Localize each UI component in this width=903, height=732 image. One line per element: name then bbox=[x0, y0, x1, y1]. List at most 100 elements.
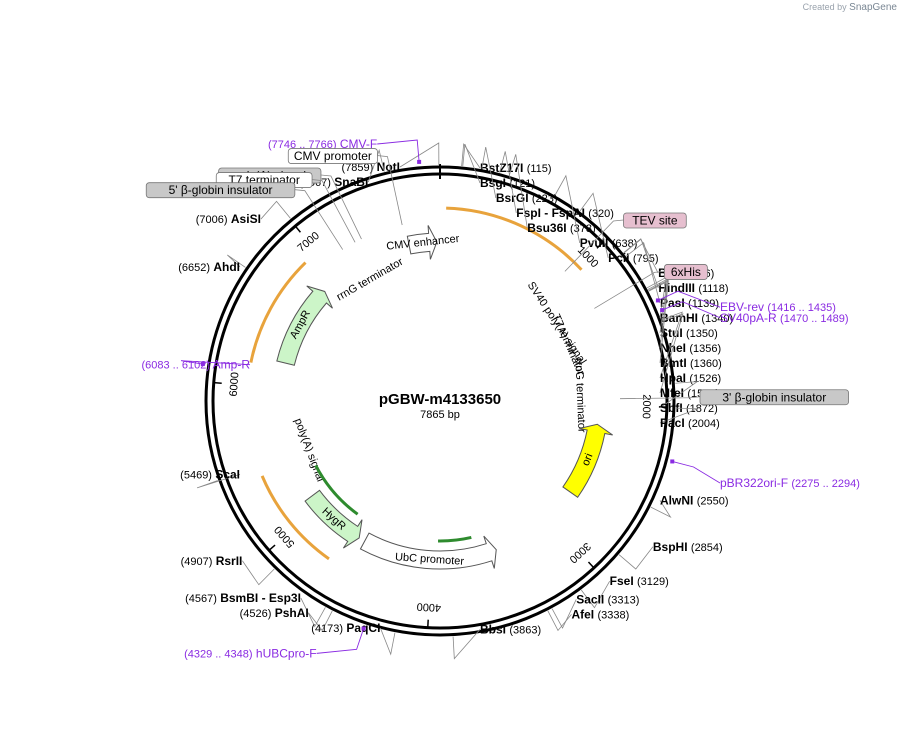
primer: (4329 .. 4348) hUBCpro-F bbox=[184, 626, 366, 660]
site-position: (2854) bbox=[691, 542, 723, 554]
feature-cmv-enhancer: CMV enhancer bbox=[386, 225, 460, 260]
site-position: (638) bbox=[612, 238, 638, 250]
boxed-feature-label: 3' β-globin insulator bbox=[619, 389, 849, 406]
tick-label: 4000 bbox=[416, 600, 441, 613]
site-leader-line bbox=[380, 627, 396, 656]
primer: (6083 .. 6102) Amp-R bbox=[141, 358, 250, 372]
plasmid-name: pGBW-m4133650 bbox=[379, 391, 501, 408]
orf-arc bbox=[438, 535, 472, 543]
site-label: (5469) ScaI bbox=[180, 467, 240, 481]
site-label: (4526) PshAI bbox=[240, 606, 309, 620]
site-label: StuI (1350) bbox=[660, 326, 718, 340]
restriction-site: BamHI (1340) bbox=[646, 276, 733, 325]
site-name: BsmBI - Esp3I bbox=[220, 591, 301, 605]
restriction-site: (6652) AhdI bbox=[178, 254, 246, 274]
tick-mark bbox=[596, 242, 604, 249]
site-label: NheI (1356) bbox=[660, 341, 721, 355]
site-position: (7006) bbox=[196, 214, 228, 226]
box-text: TEV site bbox=[632, 213, 678, 227]
boxed-feature-label: CMV promoter bbox=[287, 148, 403, 226]
primer-range: (4329 .. 4348) bbox=[184, 648, 253, 660]
orf-arc bbox=[314, 464, 359, 516]
tick-label: 3000 bbox=[567, 540, 593, 565]
feature-arrow bbox=[406, 225, 438, 260]
site-position: (4173) bbox=[311, 623, 343, 635]
site-leader-line bbox=[579, 192, 609, 259]
site-leader-line bbox=[399, 142, 440, 168]
site-leader-line bbox=[648, 279, 669, 349]
primer-leader-line bbox=[316, 628, 365, 654]
site-leader-line bbox=[196, 474, 241, 489]
feature-label: rrnG terminator bbox=[572, 358, 587, 433]
site-label: HindIII (1118) bbox=[658, 281, 728, 295]
primer-leader-line bbox=[377, 139, 420, 162]
site-position: (2004) bbox=[688, 418, 720, 430]
restriction-sites-layer: BstZ17I (115)BsgI (121)BsrGI (223)FspI -… bbox=[178, 142, 733, 660]
feature-arrow bbox=[276, 285, 333, 366]
site-leader-line bbox=[300, 597, 326, 628]
tick-mark bbox=[268, 544, 276, 551]
site-label: PciI (795) bbox=[608, 251, 658, 265]
feature-ori: ori bbox=[562, 423, 613, 498]
primer-name: CMV-F bbox=[340, 137, 377, 151]
watermark-prefix: Created by bbox=[802, 2, 847, 12]
tick-label: 2000 bbox=[640, 394, 653, 419]
primer-range: (1470 .. 1489) bbox=[780, 313, 849, 325]
site-position: (3129) bbox=[637, 576, 669, 588]
site-label: AfeI (3338) bbox=[571, 607, 629, 621]
primer-range: (6083 .. 6102) bbox=[141, 360, 210, 372]
site-name: AfeI bbox=[571, 607, 594, 621]
box-bg bbox=[699, 389, 849, 406]
site-position: (115) bbox=[527, 163, 552, 175]
primer: EBV-rev (1416 .. 1435) bbox=[655, 290, 836, 314]
site-label: (4907) RsrII bbox=[181, 554, 243, 568]
tick-label: 7000 bbox=[295, 230, 322, 255]
restriction-site: SbfI (1872) bbox=[659, 381, 718, 415]
site-leader-line bbox=[623, 238, 659, 289]
restriction-site: (7006) AsiSI bbox=[196, 200, 291, 226]
restriction-site: PvuII (638) bbox=[554, 174, 638, 250]
site-name: AsiSI bbox=[231, 212, 261, 226]
site-position: (2550) bbox=[697, 495, 729, 507]
site-leader-line bbox=[580, 581, 611, 609]
restriction-site: AfeI (3338) bbox=[547, 607, 629, 632]
site-name: PacI bbox=[660, 416, 685, 430]
site-name: SacII bbox=[576, 592, 604, 606]
box-bg bbox=[287, 148, 378, 164]
restriction-site: (4526) PshAI bbox=[240, 606, 333, 632]
site-position: (1872) bbox=[686, 403, 718, 415]
box-bg bbox=[623, 212, 687, 229]
site-leader-line bbox=[227, 254, 246, 268]
site-position: (3313) bbox=[608, 594, 640, 606]
site-name: ScaI bbox=[215, 467, 240, 481]
site-name: PshAI bbox=[275, 606, 309, 620]
box-leader-line bbox=[564, 219, 624, 272]
site-position: (1356) bbox=[689, 343, 721, 355]
primer-mark bbox=[361, 626, 366, 631]
site-leader-line bbox=[260, 200, 291, 220]
site-label: PacI (2004) bbox=[660, 416, 720, 430]
feature-arrow bbox=[359, 532, 497, 570]
box-bg bbox=[145, 182, 296, 199]
site-name: Bsu36I bbox=[527, 221, 566, 235]
site-position: (1118) bbox=[698, 283, 728, 295]
site-name: AlwNI bbox=[660, 493, 693, 507]
site-leader-line bbox=[648, 280, 669, 364]
site-position: (795) bbox=[633, 253, 659, 265]
site-name: AhdI bbox=[213, 260, 240, 274]
feature-rrng-terminator: rrnG terminator bbox=[572, 358, 587, 433]
primer-mark bbox=[655, 298, 660, 303]
box-leader-line bbox=[619, 396, 701, 400]
feature-label: ori bbox=[580, 452, 596, 468]
site-position: (320) bbox=[588, 208, 614, 220]
box-text: 5' β-globin insulator bbox=[169, 183, 273, 197]
site-leader-line bbox=[659, 381, 699, 409]
site-label: SacII (3313) bbox=[576, 592, 639, 606]
site-label: FspI - FspAI (320) bbox=[516, 206, 614, 220]
site-name: BmtI bbox=[660, 356, 687, 370]
primer-mark bbox=[670, 459, 675, 464]
primer: (7746 .. 7766) CMV-F bbox=[268, 137, 422, 164]
